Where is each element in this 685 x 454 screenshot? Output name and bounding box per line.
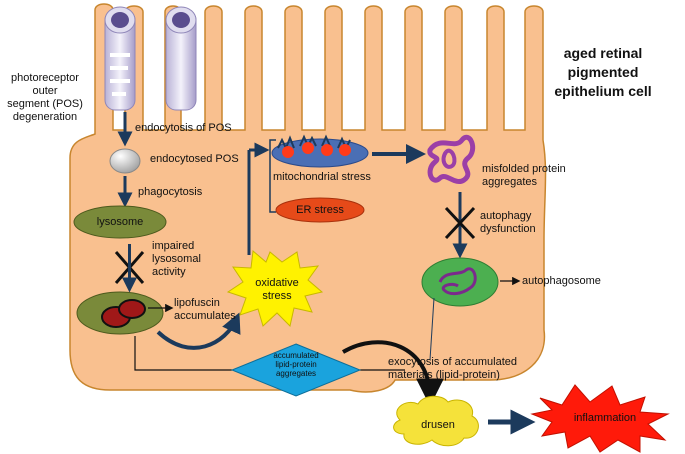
autophagosome-icon [421, 257, 499, 307]
label-autophagy-dys: autophagy dysfunction [480, 210, 536, 235]
aggregates-diamond [230, 343, 362, 397]
mitochondrion-icon [271, 134, 369, 168]
er-stress-ellipse [275, 197, 365, 223]
label-endocytosis: endocytosis of POS [135, 122, 232, 134]
label-exocytosis: exocytosis of accumulated materials (lip… [388, 356, 518, 381]
label-inflammation: inflammation [573, 412, 637, 424]
label-drusen: drusen [421, 419, 455, 431]
inflammation-burst [530, 384, 670, 453]
block-x-icon [444, 206, 476, 240]
lipofuscin-lysosome [76, 291, 164, 335]
label-lysosome: lysosome [96, 216, 144, 228]
label-phagocytosis: phagocytosis [138, 186, 203, 198]
arrow-to-oxidative [156, 312, 241, 350]
label-endocytosed: endocytosed POS [150, 153, 239, 165]
stress-bracket [269, 139, 276, 213]
diagram-title: aged retinal pigmented epithelium cell [554, 45, 652, 99]
label-oxidative: oxidative stress [255, 277, 299, 302]
label-autophagosome: autophagosome [522, 275, 601, 287]
label-er-stress: ER stress [296, 204, 344, 216]
label-impaired: impaired lysosomal activity [152, 240, 201, 278]
endocytosed-pos-sphere [109, 148, 141, 174]
lysosome-ellipse [73, 205, 167, 239]
drusen-cloud [393, 395, 479, 447]
arrow-to-drusen [341, 340, 444, 407]
label-misfolded: misfolded protein aggregates [482, 163, 566, 188]
label-pos-degeneration: photoreceptor outer segment (POS) degene… [7, 72, 83, 123]
protein-aggregate-icon [427, 134, 476, 184]
label-lipofuscin: lipofuscin accumulates [174, 297, 236, 322]
photoreceptor-icon [104, 6, 197, 111]
label-mito-stress: mitochondrial stress [273, 171, 371, 183]
oxidative-stress-burst [226, 250, 324, 327]
label-accumulated: accumulated lipid-protein aggregates [273, 351, 319, 378]
